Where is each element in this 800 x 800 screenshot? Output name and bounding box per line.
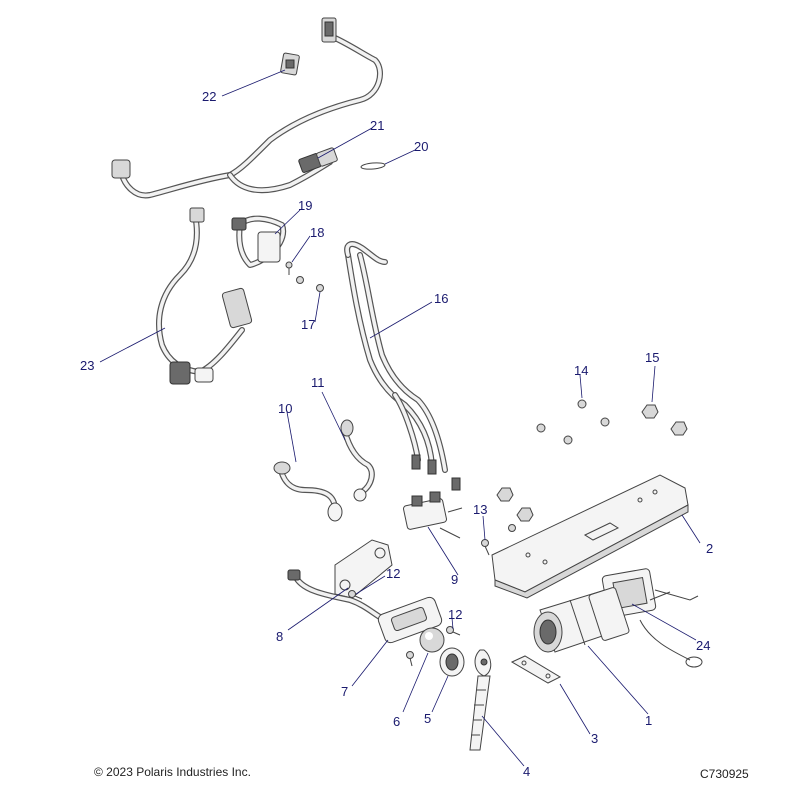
callout-23: 23	[80, 358, 94, 373]
callout-6: 6	[393, 714, 400, 729]
callout-leaders	[99, 69, 701, 767]
callout-20: 20	[414, 139, 428, 154]
part-13-bolt	[481, 539, 490, 556]
callout-labels: 22 21 20 19 18 17 16 23 10 11 14 15 13 2…	[80, 89, 713, 779]
part-7-switch-housing	[287, 569, 443, 644]
callout-1: 1	[645, 713, 652, 728]
part-18-screw	[285, 261, 293, 275]
part-3-bracket	[510, 655, 562, 684]
callout-22: 22	[202, 89, 216, 104]
part-9-contactor	[403, 491, 463, 539]
callout-4: 4	[523, 764, 530, 779]
part-5-cap	[439, 647, 465, 677]
part-10-battery-cable	[273, 461, 343, 522]
part-2-mount-plate	[491, 474, 689, 599]
callout-18: 18	[310, 225, 324, 240]
part-16-winch-harness	[344, 241, 461, 491]
callout-15: 15	[645, 350, 659, 365]
callout-5: 5	[424, 711, 431, 726]
callout-2: 2	[706, 541, 713, 556]
part-21-harness	[111, 17, 383, 199]
callout-14: 14	[574, 363, 588, 378]
callout-7: 7	[341, 684, 348, 699]
callout-19: 19	[298, 198, 312, 213]
part-23-harness	[156, 207, 253, 385]
callout-8: 8	[276, 629, 283, 644]
callout-3: 3	[591, 731, 598, 746]
callout-10: 10	[278, 401, 292, 416]
drawing-number: C730925	[700, 767, 749, 781]
part-11-battery-cable	[340, 419, 375, 502]
part-17-nuts	[296, 276, 324, 292]
callout-13: 13	[473, 502, 487, 517]
part-6-knob	[419, 627, 445, 653]
part-19-relay	[231, 215, 287, 268]
callout-9: 9	[451, 572, 458, 587]
part-12-screws	[348, 590, 461, 667]
callout-12-lower: 12	[448, 607, 462, 622]
callout-21: 21	[370, 118, 384, 133]
callout-17: 17	[301, 317, 315, 332]
callout-16: 16	[434, 291, 448, 306]
callout-12-upper: 12	[386, 566, 400, 581]
part-14-screws	[536, 399, 610, 445]
callout-11: 11	[311, 375, 325, 390]
part-15-bolts	[496, 404, 688, 532]
part-22-connector	[280, 52, 300, 76]
callout-24: 24	[696, 638, 710, 653]
part-20-clip	[360, 162, 386, 170]
part-4-hook-strap	[469, 649, 492, 751]
part-1-winch	[533, 587, 630, 653]
copyright-notice: © 2023 Polaris Industries Inc.	[94, 765, 251, 779]
